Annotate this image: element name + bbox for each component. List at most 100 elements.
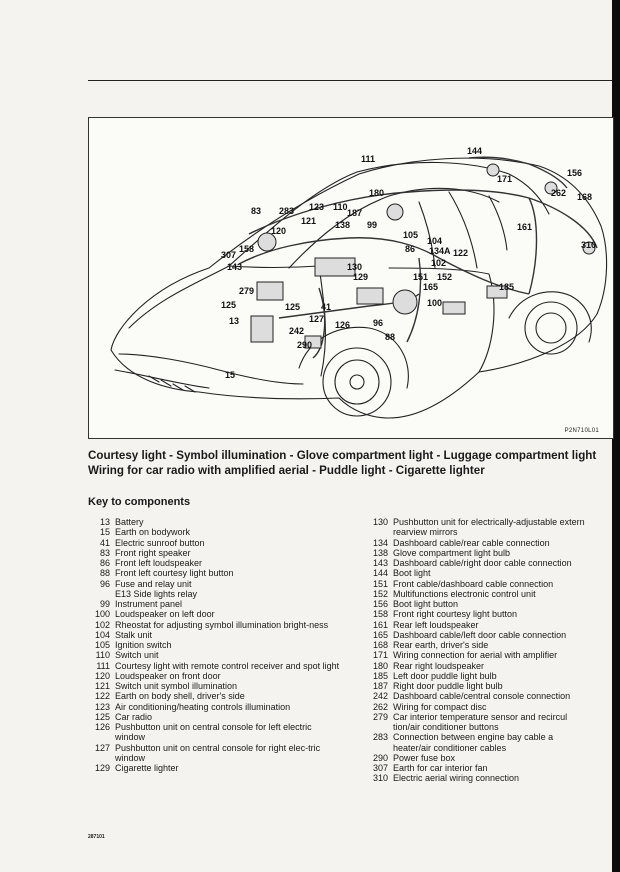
component-item: tion/air conditioner buttons	[364, 722, 614, 732]
callout-label: 156	[567, 168, 582, 178]
component-description: Left door puddle light bulb	[393, 670, 497, 681]
component-description: Dashboard cable/rear cable connection	[393, 537, 550, 548]
callout-label: 110	[333, 202, 348, 212]
component-description: Front right courtesy light button	[393, 609, 518, 620]
component-description: Multifunctions electronic control unit	[393, 588, 536, 599]
component-number: 168	[372, 640, 388, 650]
component-number: 161	[372, 619, 388, 630]
component-description: Front left loudspeaker	[115, 558, 203, 568]
callout-label: 158	[239, 244, 254, 254]
callout-label: 122	[453, 248, 468, 258]
component-number: 100	[94, 609, 110, 620]
car-outline	[110, 157, 608, 419]
component-number: 158	[372, 609, 388, 620]
component-item: 86 Front left loudspeaker	[90, 558, 342, 568]
component-item: 134 Dashboard cable/rear cable connection	[364, 538, 614, 548]
callout-label: 262	[551, 188, 566, 198]
callout-label: 120	[271, 226, 286, 236]
component-number: 83	[99, 547, 110, 558]
component-description: Switch unit	[115, 650, 159, 661]
callout-label: 125	[221, 300, 236, 310]
component-number: 123	[94, 701, 110, 712]
component-number: 152	[372, 588, 388, 599]
callout-label: 126	[335, 320, 350, 330]
callout-label: 165	[423, 282, 438, 292]
component-number: 307	[372, 763, 388, 773]
component-number: 120	[94, 670, 110, 681]
component-item: heater/air conditioner cables	[364, 743, 614, 753]
component-item: 110 Switch unit	[90, 650, 342, 660]
component-number	[364, 743, 393, 753]
component-number: 283	[372, 732, 388, 743]
component-description: Electric aerial wiring connection	[393, 773, 520, 784]
callout-label: 104	[427, 236, 442, 246]
callout-label: 125	[285, 302, 300, 312]
callout-label: 171	[497, 174, 512, 184]
component-item: 161 Rear left loudspeaker	[364, 620, 614, 630]
component-description: Wiring connection for aerial with amplif…	[393, 650, 558, 661]
page-edge-bar	[612, 0, 620, 872]
component-description: Rear right loudspeaker	[393, 660, 485, 671]
component-number: 110	[95, 650, 110, 661]
component-description: Boot light	[393, 568, 431, 579]
component-number: 156	[372, 599, 388, 609]
callout-label: 151	[413, 272, 428, 282]
callout-label: 307	[221, 250, 236, 260]
component-description: Front right speaker	[115, 547, 191, 558]
component-number: 99	[99, 599, 110, 609]
top-rule	[88, 80, 620, 81]
component-number: 134	[372, 537, 388, 548]
component-item: E13 Side lights relay	[90, 589, 342, 599]
callout-label: 279	[239, 286, 254, 296]
component-item: 120 Loudspeaker on front door	[90, 671, 342, 681]
callout-label: 161	[517, 222, 532, 232]
component-description: Earth for car interior fan	[393, 763, 488, 773]
component-description: Instrument panel	[115, 599, 183, 609]
component-description: Right door puddle light bulb	[393, 681, 503, 691]
component-description: tion/air conditioner buttons	[393, 722, 499, 732]
component-description: Earth on body shell, driver's side	[115, 691, 245, 702]
component-number: 105	[94, 640, 110, 650]
component-number: 126	[94, 722, 110, 732]
component-number: 88	[99, 568, 110, 579]
component-number: 86	[99, 558, 110, 568]
callout-label: 185	[499, 282, 514, 292]
component-number: 165	[372, 629, 388, 640]
component-description: Rear left loudspeaker	[393, 619, 479, 630]
component-description: Loudspeaker on front door	[115, 670, 221, 681]
component-description: Pushbutton unit on central console for l…	[115, 722, 312, 743]
component-number: 122	[94, 691, 110, 702]
component-description: Connection between engine bay cable a	[393, 732, 554, 743]
component-number: 111	[96, 660, 110, 671]
component-item: 283 Connection between engine bay cable a	[364, 732, 614, 742]
component-item: 99 Instrument panel	[90, 599, 342, 609]
callout-label: 123	[309, 202, 324, 212]
callout-label: 290	[297, 340, 312, 350]
callout-label: 180	[369, 188, 384, 198]
component-description: Pushbutton unit on central console for r…	[115, 742, 321, 763]
callout-label: 15	[225, 370, 235, 380]
figure-code: P2N710L01	[564, 428, 599, 434]
component-number: 104	[94, 629, 110, 640]
